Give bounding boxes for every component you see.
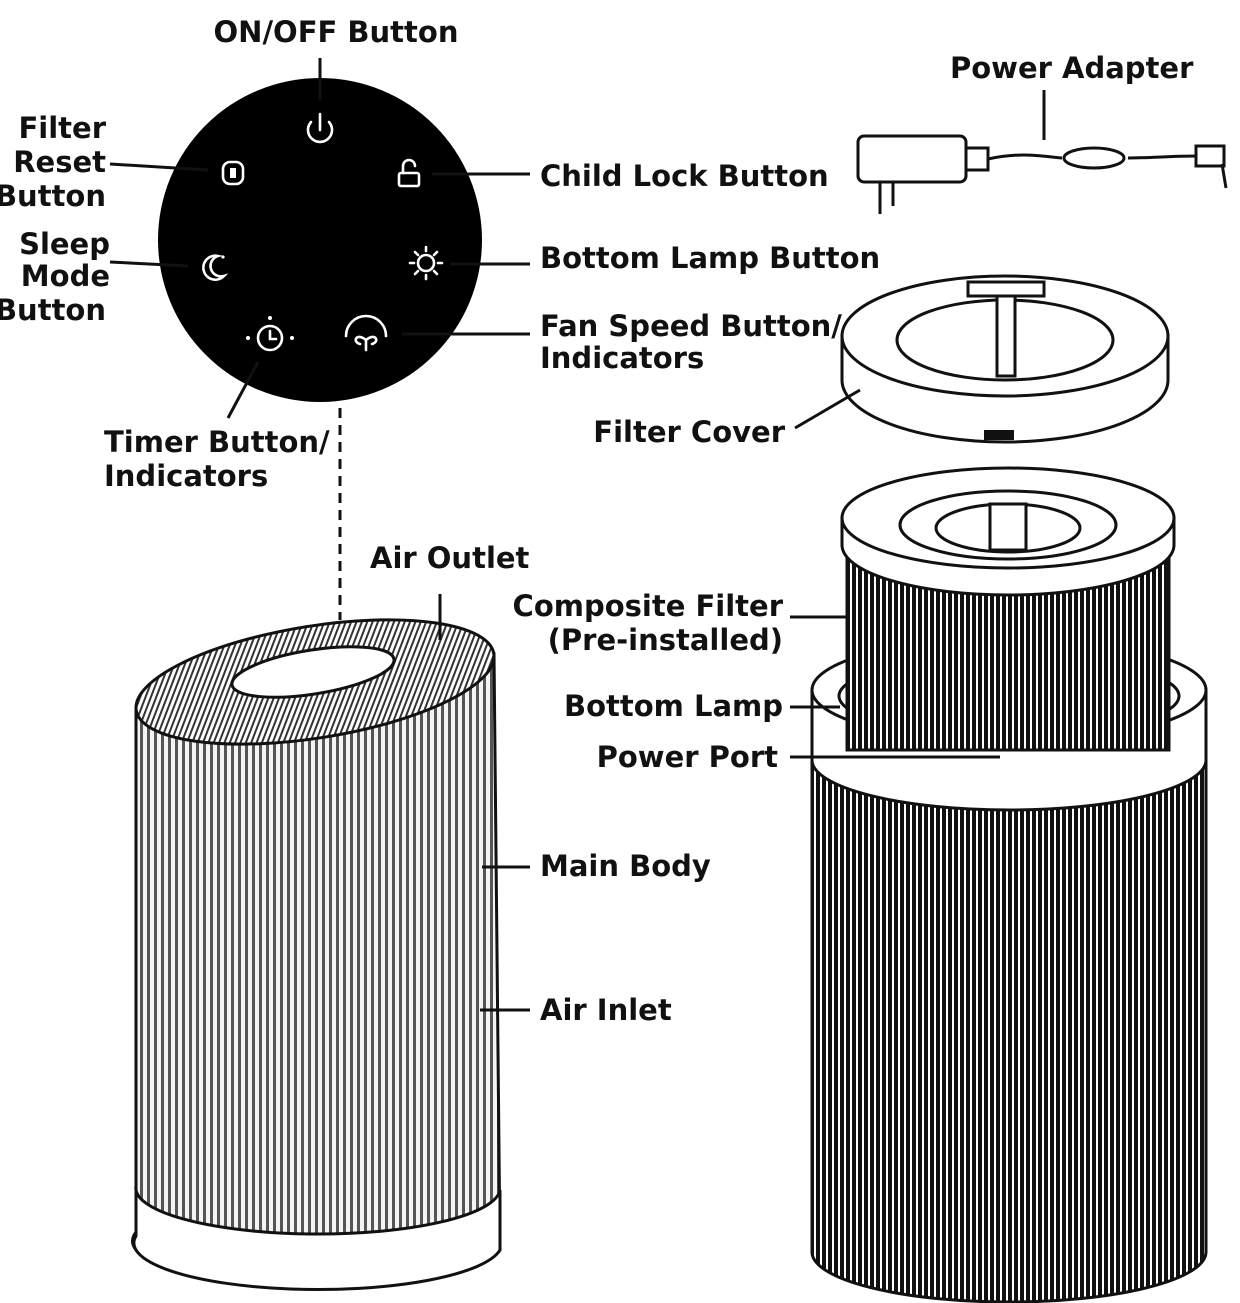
filter-reset-icon[interactable] [221, 160, 245, 186]
label-bottom-lamp-button: Bottom Lamp Button [540, 241, 880, 275]
label-sleep-mode-1: Sleep [19, 227, 110, 261]
label-filter-reset-3: Button [0, 179, 106, 213]
label-power-port: Power Port [597, 740, 779, 774]
power-adapter [856, 90, 1228, 214]
timer-icon[interactable] [246, 316, 294, 352]
control-panel-disc [158, 78, 482, 402]
power-icon[interactable] [306, 112, 334, 144]
moon-icon[interactable] [202, 254, 229, 281]
label-filter-reset-1: Filter [18, 111, 106, 145]
label-filter-reset-2: Reset [13, 145, 106, 179]
control-panel [158, 78, 482, 402]
purifier-exploded [790, 466, 1208, 1303]
label-fan-speed-2: Indicators [540, 341, 704, 375]
label-fan-speed-1: Fan Speed Button/ [540, 309, 842, 343]
filter-cover [794, 274, 1170, 444]
label-sleep-mode-3: Button [0, 293, 106, 327]
label-air-inlet: Air Inlet [540, 993, 672, 1027]
label-child-lock-button: Child Lock Button [540, 159, 829, 193]
label-air-outlet: Air Outlet [370, 541, 530, 575]
label-filter-cover: Filter Cover [593, 415, 785, 449]
label-timer-2: Indicators [104, 459, 268, 493]
labels: ON/OFF Button Filter Reset Button Child … [0, 15, 1194, 1027]
lock-icon[interactable] [397, 158, 421, 188]
panel-leader-lines [109, 58, 530, 620]
label-bottom-lamp: Bottom Lamp [564, 689, 783, 723]
label-power-adapter: Power Adapter [950, 51, 1194, 85]
label-composite-filter-2: (Pre-installed) [548, 623, 783, 657]
fan-icon[interactable] [344, 314, 388, 352]
sun-icon[interactable] [408, 245, 444, 281]
label-on-off-button: ON/OFF Button [214, 15, 459, 49]
purifier-assembled [131, 594, 530, 1292]
label-sleep-mode-2: Mode [21, 259, 110, 293]
label-main-body: Main Body [540, 849, 711, 883]
label-timer-1: Timer Button/ [104, 425, 330, 459]
label-composite-filter-1: Composite Filter [513, 589, 784, 623]
